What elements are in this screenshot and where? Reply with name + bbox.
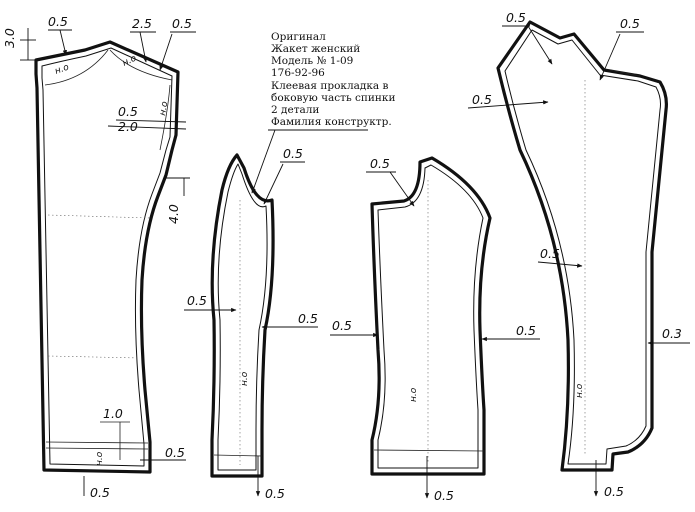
note-line-5: Клеевая прокладка в xyxy=(271,80,389,92)
piece-1-inner xyxy=(41,47,173,467)
piece-1-hem-line xyxy=(45,441,149,444)
leader-p1-side-a xyxy=(115,119,187,123)
label-p1-hem-top: 1.0 xyxy=(103,406,123,421)
piece-1-neck-seam xyxy=(109,49,173,81)
leader-p1-side-b xyxy=(107,125,187,130)
piece-2-hem-line xyxy=(213,454,263,457)
piece-3-inner xyxy=(377,164,484,469)
piece-1-shoulder-seam xyxy=(44,49,109,86)
arrow-p3-top xyxy=(389,171,415,207)
note-line-3: Модель № 1-09 xyxy=(271,55,353,67)
arrow-p1-top-left xyxy=(59,29,67,56)
note-line-6: боковую часть спинки xyxy=(271,92,395,104)
arrow-p1-top-mid xyxy=(139,31,148,63)
label-p4-left-mid: 0.5 xyxy=(540,246,560,261)
label-p3-top: 0.5 xyxy=(370,156,390,171)
piece-2-inner xyxy=(217,163,268,471)
label-p4-right: 0.3 xyxy=(662,326,682,341)
label-p2-right: 0.5 xyxy=(298,311,318,326)
label-p1-side-a: 0.5 xyxy=(118,104,138,119)
arrow-p4-left-mid xyxy=(537,261,583,268)
piece-4-shoulder-tab xyxy=(609,69,641,77)
piece-1-ref-line xyxy=(47,214,151,219)
piece-3: 0.5 0.5 0.5 0.5 н.о xyxy=(330,156,540,503)
label-p4-top-left: 0.5 xyxy=(506,10,526,25)
note-leader xyxy=(251,129,276,194)
piece-4-outline xyxy=(496,20,668,472)
arrow-p2-top xyxy=(263,163,284,205)
label-p1-top-mid: 2.5 xyxy=(132,16,152,31)
label-p2-top: 0.5 xyxy=(283,146,303,161)
piece-4: 0.5 0.5 0.5 0.5 0.3 0.5 н.о xyxy=(467,10,690,499)
piece-1-outline xyxy=(34,40,180,474)
label-p1-no-c: н.о xyxy=(158,100,170,116)
label-p4-left-upper: 0.5 xyxy=(472,92,492,107)
label-p1-hem-bottom: 0.5 xyxy=(90,485,110,500)
label-p1-top-left: 0.5 xyxy=(48,14,68,29)
label-p1-side-c: 4.0 xyxy=(166,204,181,224)
label-p4-top-right: 0.5 xyxy=(620,16,640,31)
note-line-4: 176-92-96 xyxy=(271,67,325,79)
pattern-note: Оригинал Жакет женский Модель № 1-09 176… xyxy=(251,31,395,194)
note-line-7: 2 детали xyxy=(271,104,319,116)
piece-3-hem-line xyxy=(373,449,485,452)
label-p1-no-b: н.о xyxy=(121,53,139,68)
piece-1-hem-line-2 xyxy=(45,447,149,450)
label-p2-bottom: 0.5 xyxy=(265,486,285,501)
piece-4-inner xyxy=(504,29,661,465)
label-p1-no-a: н.о xyxy=(54,62,71,76)
label-p1-hem-right: 0.5 xyxy=(165,445,185,460)
piece-1: 0.5 3.0 2.5 0.5 0.5 2.0 4.0 1.0 0.5 0.5 … xyxy=(2,14,196,500)
piece-3-outline xyxy=(370,156,492,476)
piece-1-facing xyxy=(159,84,171,151)
label-p3-grain: н.о xyxy=(409,387,419,402)
label-p3-bottom: 0.5 xyxy=(434,488,454,503)
piece-1-ref-line-2 xyxy=(47,355,141,359)
arrow-p4-left-upper xyxy=(467,100,549,109)
label-p1-top-right: 0.5 xyxy=(172,16,192,31)
note-line-2: Жакет женский xyxy=(271,43,360,55)
label-p3-left: 0.5 xyxy=(332,318,352,333)
label-p2-left: 0.5 xyxy=(187,293,207,308)
arrow-p1-top-right xyxy=(159,33,173,71)
label-p1-no-d: н.о xyxy=(95,451,105,466)
arrow-p4-top-left xyxy=(527,25,553,65)
label-p3-right: 0.5 xyxy=(516,323,536,338)
label-p1-left-vertical: 3.0 xyxy=(2,28,17,48)
piece-2-outline xyxy=(210,153,275,478)
label-p4-bottom: 0.5 xyxy=(604,484,624,499)
label-p4-grain: н.о xyxy=(575,383,585,398)
label-p2-grain: н.о xyxy=(240,371,250,386)
arrow-p4-top-right xyxy=(599,33,621,81)
note-line-1: Оригинал xyxy=(271,31,326,43)
note-line-8: Фамилия конструктр. xyxy=(271,116,392,128)
piece-2: 0.5 0.5 0.5 0.5 н.о xyxy=(184,146,318,501)
